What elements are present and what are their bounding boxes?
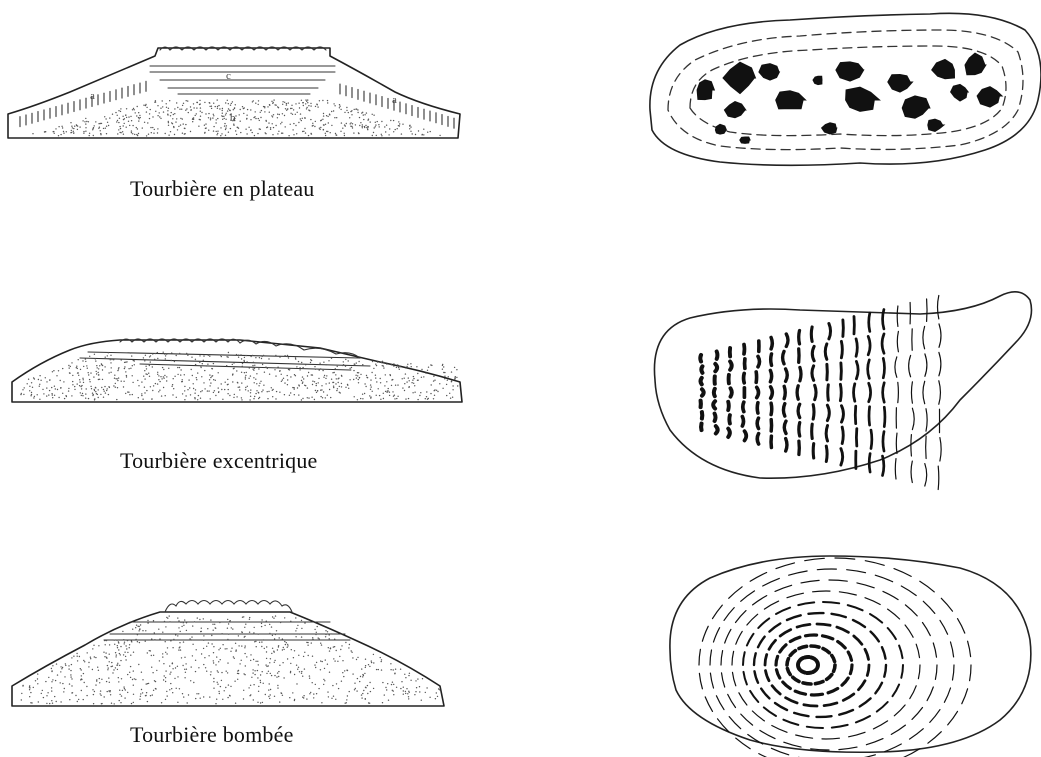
plan-bombee [0,0,1041,757]
